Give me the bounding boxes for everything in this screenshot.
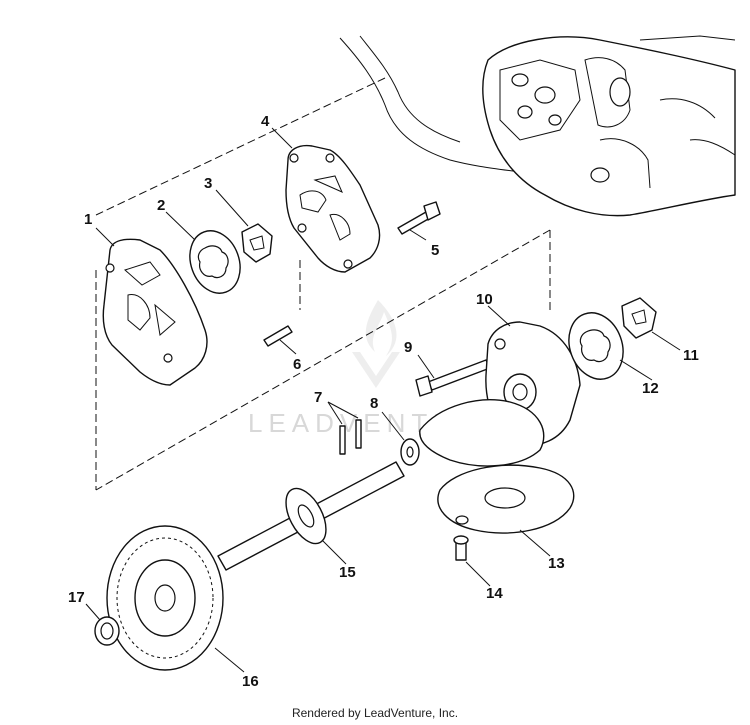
part-2-outer-rotor: [189, 230, 241, 294]
part-1-pump-plate: [102, 238, 208, 386]
callout-14: 14: [486, 585, 503, 602]
part-13-cover-plate: [437, 464, 575, 534]
callout-11: 11: [683, 347, 699, 364]
callout-labels: 1 2 3 4 5 6 7 8 9 10 11 12 13 14 15 16 1…: [68, 113, 699, 690]
part-15-shaft: [217, 461, 405, 571]
callout-15: 15: [339, 564, 356, 581]
part-16-gear: [106, 525, 224, 671]
callout-7: 7: [314, 389, 322, 406]
part-5-bolt: [397, 201, 441, 235]
part-9-long-bolt: [415, 359, 491, 397]
gasket-plate: [419, 399, 545, 467]
callout-12: 12: [642, 380, 659, 397]
part-7-pins: [339, 419, 362, 455]
leader-lines: [85, 127, 681, 673]
leadventure-logo-icon: [352, 300, 400, 388]
callout-4: 4: [261, 113, 270, 130]
callout-5: 5: [431, 242, 439, 259]
callout-16: 16: [242, 673, 259, 690]
callout-17: 17: [68, 589, 85, 606]
part-11-inner-rotor: [621, 297, 657, 339]
part-6-pin: [263, 325, 293, 347]
part-14-screw: [453, 535, 469, 561]
engine-housing: [339, 35, 736, 217]
callout-2: 2: [157, 197, 165, 214]
part-17-ring: [94, 616, 120, 646]
part-4-pump-cover: [285, 144, 381, 273]
callout-8: 8: [370, 395, 378, 412]
part-12-outer-rotor: [568, 312, 624, 380]
callout-1: 1: [84, 211, 92, 228]
callout-13: 13: [548, 555, 565, 572]
callout-3: 3: [204, 175, 212, 192]
part-3-inner-rotor: [241, 223, 273, 263]
callout-9: 9: [404, 339, 412, 356]
callout-6: 6: [293, 356, 301, 373]
callout-10: 10: [476, 291, 493, 308]
footer-credit: Rendered by LeadVenture, Inc.: [291, 706, 459, 720]
assembly-line-middle: [95, 229, 551, 491]
assembly-line-top: [95, 77, 386, 216]
part-8-washer: [400, 438, 420, 466]
